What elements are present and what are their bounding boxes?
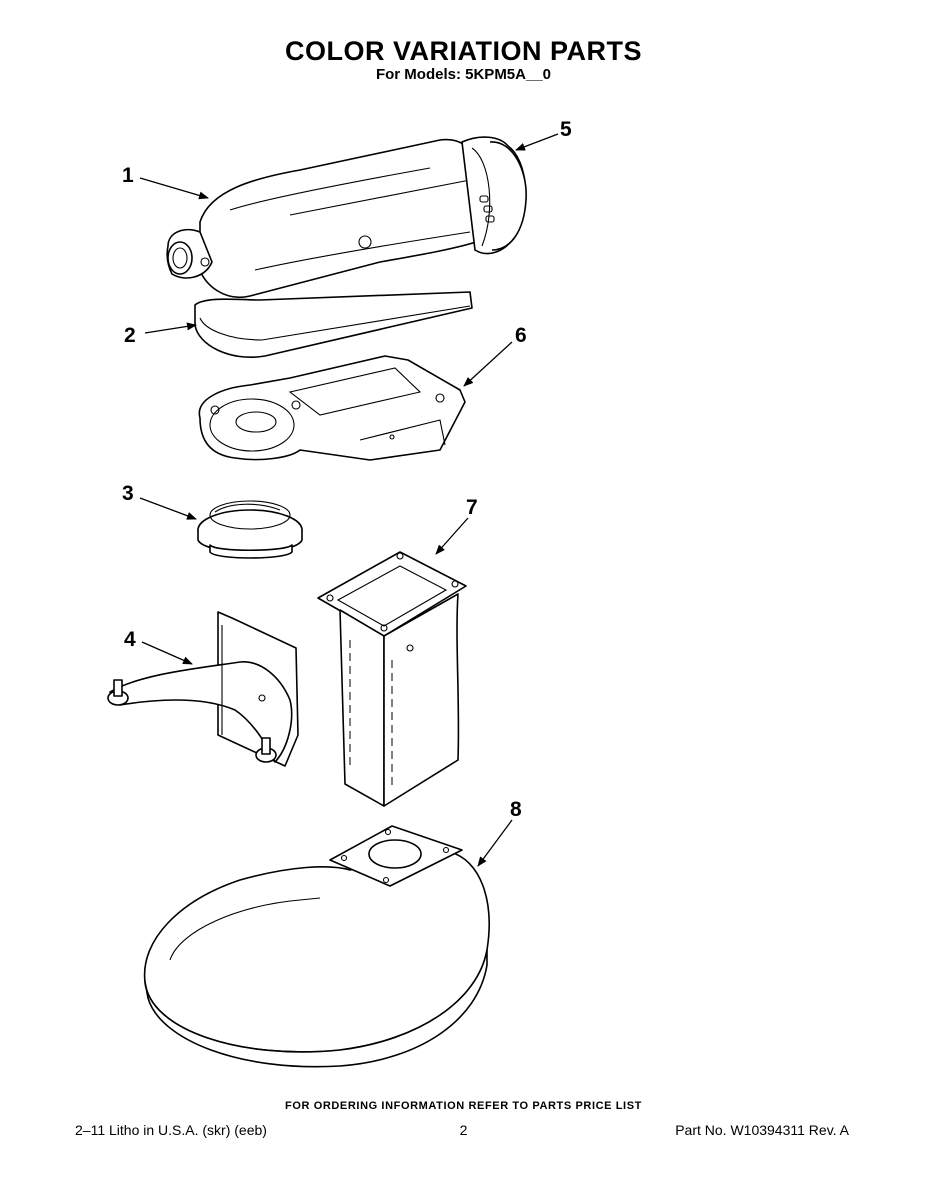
leader-line-3 xyxy=(139,497,197,520)
part-8-base xyxy=(143,825,490,1068)
part-3-planetary-hub xyxy=(197,500,303,559)
ordering-information-note: FOR ORDERING INFORMATION REFER TO PARTS … xyxy=(285,1100,642,1112)
leader-line-6 xyxy=(463,341,513,387)
callout-5: 5 xyxy=(560,118,572,141)
leader-line-7 xyxy=(435,517,469,555)
part-number: Part No. W10394311 Rev. A xyxy=(675,1122,849,1138)
part-6-gear-case xyxy=(198,355,466,461)
callout-2: 2 xyxy=(124,324,136,347)
part-1-motor-housing xyxy=(166,138,483,298)
callout-3: 3 xyxy=(122,482,134,505)
callout-8: 8 xyxy=(510,798,522,821)
leader-line-4 xyxy=(141,641,193,665)
part-2-trim-band xyxy=(194,291,473,358)
page-title: COLOR VARIATION PARTS xyxy=(285,36,642,66)
callout-7: 7 xyxy=(466,496,478,519)
leader-line-8 xyxy=(477,819,513,867)
model-subtitle: For Models: 5KPM5A__0 xyxy=(375,66,552,83)
callout-1: 1 xyxy=(122,164,134,187)
leader-line-1 xyxy=(139,177,209,200)
callout-4: 4 xyxy=(124,628,136,651)
part-7-pedestal-column xyxy=(317,551,467,807)
leader-line-5 xyxy=(515,133,559,151)
callout-6: 6 xyxy=(515,324,527,347)
leader-line-2 xyxy=(144,322,197,334)
part-5-rear-cover xyxy=(461,136,527,255)
litho-credit: 2–11 Litho in U.S.A. (skr) (eeb) xyxy=(75,1122,267,1138)
page-number: 2 xyxy=(459,1122,468,1138)
part-4-support-bracket xyxy=(107,611,299,767)
